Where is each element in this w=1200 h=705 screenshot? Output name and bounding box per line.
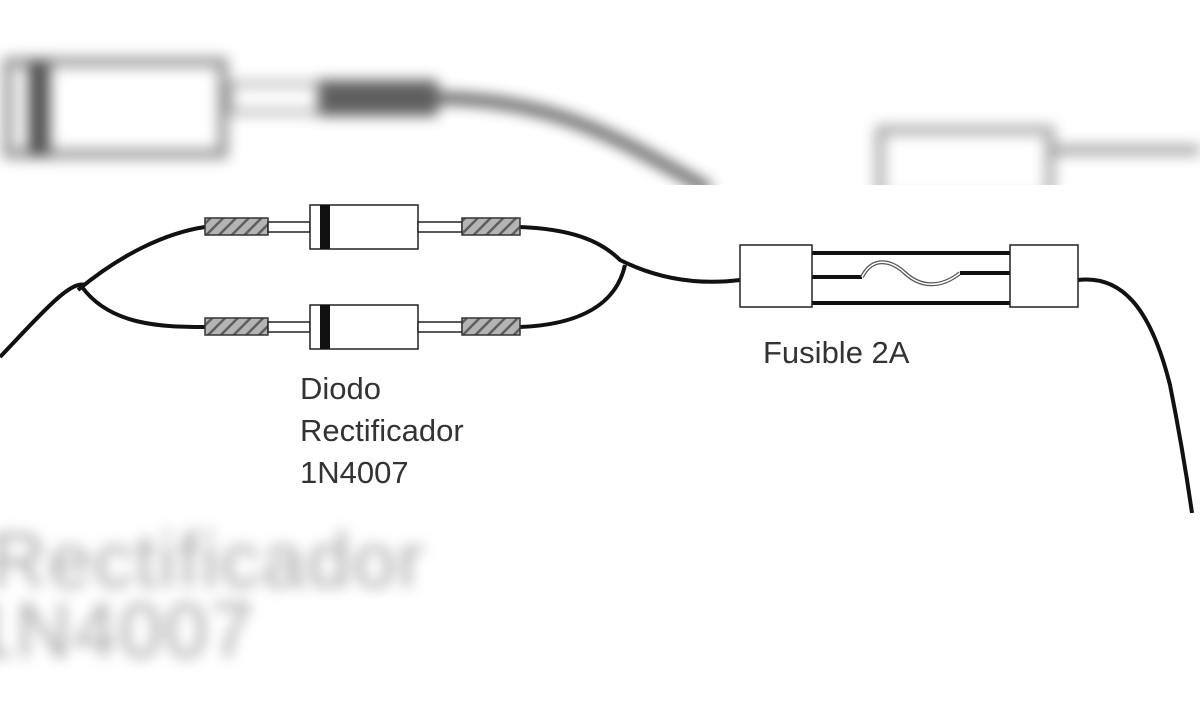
blurred-wire xyxy=(437,92,713,195)
diode-label-line1: Diodo xyxy=(300,371,381,406)
diode-lower-left-lead xyxy=(204,317,269,336)
diode-label-line2: Rectificador xyxy=(300,413,464,448)
fuse-filament-highlight xyxy=(861,261,961,285)
diode-lower xyxy=(204,304,521,350)
fuse-label: Fusible 2A xyxy=(763,335,910,370)
blurred-lead-hatch xyxy=(318,80,438,116)
blurred-diode-body xyxy=(3,57,228,159)
blurred-lead xyxy=(227,81,328,115)
diode-lower-right-lead xyxy=(461,317,521,336)
diode-upper-cathode-band xyxy=(320,205,330,249)
diode-upper xyxy=(204,204,521,250)
wire-lower-left xyxy=(80,285,206,329)
blurred-text-line2: 1N4007 xyxy=(0,586,256,674)
blurred-diode-band xyxy=(28,62,50,154)
diode-upper-right-lead xyxy=(461,217,521,236)
diode-lower-left-pin xyxy=(267,321,311,333)
fuse-right-cap xyxy=(1009,244,1079,308)
wire-upper-left xyxy=(76,225,206,292)
diode-upper-left-pin xyxy=(267,221,311,233)
wire-lower-right xyxy=(519,264,627,329)
circuit-drawing xyxy=(0,204,1194,513)
diode-label-line3: 1N4007 xyxy=(300,455,409,490)
circuit-diagram: Diodo Rectificador 1N4007 Fusible 2A xyxy=(0,185,1200,513)
blurred-text-line1: Rectificador xyxy=(0,516,426,604)
diode-upper-left-lead xyxy=(204,217,269,236)
wire-left-input xyxy=(0,282,86,359)
diode-upper-right-pin xyxy=(417,221,463,233)
fuse-left-cap xyxy=(739,244,813,308)
fuse xyxy=(739,244,1079,308)
wire-upper-right xyxy=(519,225,741,284)
diode-lower-cathode-band xyxy=(320,305,330,349)
diode-lower-right-pin xyxy=(417,321,463,333)
wire-right-output xyxy=(1077,277,1194,513)
